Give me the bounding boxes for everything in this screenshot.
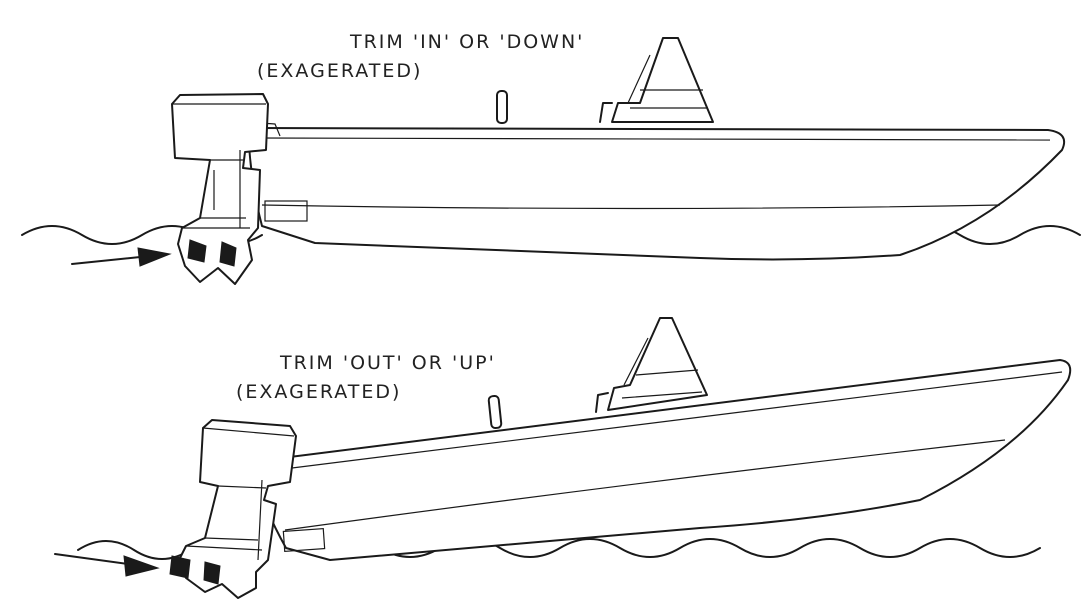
console-bottom [607,317,708,411]
chine-top [261,204,1001,210]
caption-exaggerated-bottom: (EXAGERATED) [236,381,402,403]
hull-top [247,127,1066,261]
caption-trim-out: TRIM 'OUT' OR 'UP' [280,352,496,374]
caption-exaggerated-top: (EXAGERATED) [257,60,423,82]
gunwale-top [257,137,1051,141]
boat-trim-out [54,317,1072,599]
caption-trim-in: TRIM 'IN' OR 'DOWN' [350,31,585,53]
boat-trim-in [21,37,1081,285]
console-top [611,37,714,123]
outboard-motor-bottom [179,419,297,599]
gunwale-bottom [259,371,1063,473]
chine-bottom [284,439,1006,531]
thrust-arrow-top [71,255,151,265]
outboard-motor-top [171,93,269,285]
hull-bottom [249,359,1072,561]
thrust-arrow-bottom [54,553,136,566]
